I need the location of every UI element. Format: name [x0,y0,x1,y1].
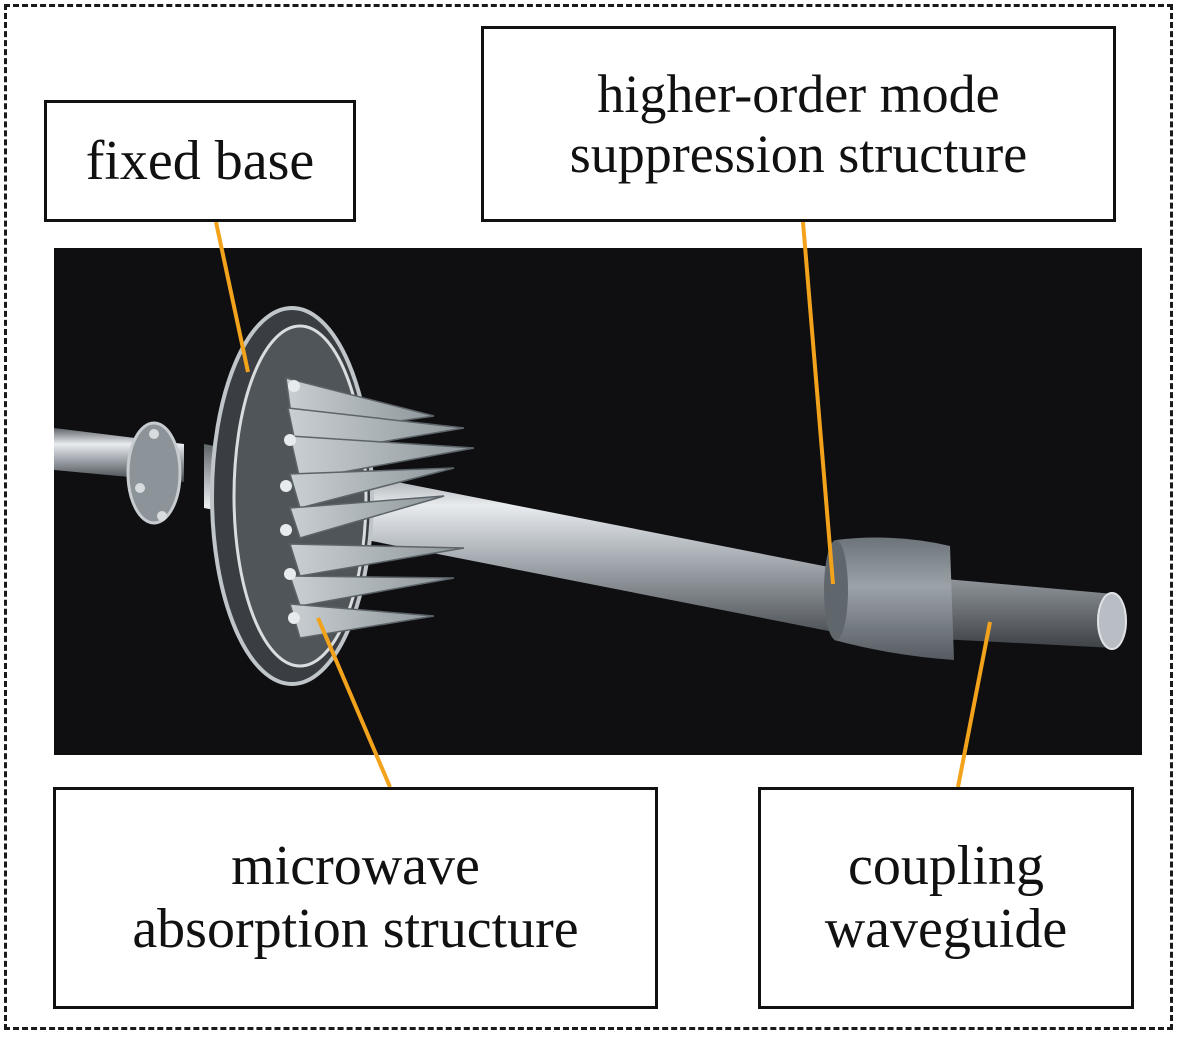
fixed-base-label: fixed base [85,129,315,192]
mw-label-line1: microwave [231,835,480,898]
small-flange [126,421,182,525]
waveguide-device-illustration [54,306,1127,686]
cw-label-line1: coupling [848,835,1044,898]
device-photo [54,248,1142,755]
microwave-absorption-label-box: microwave absorption structure [53,787,658,1009]
flange-bolts [280,380,300,624]
mw-label-line2: absorption structure [132,898,579,960]
coupling-waveguide-label-box: coupling waveguide [758,787,1134,1009]
hom-suppression-label-box: higher-order mode suppression structure [481,26,1116,222]
hom-sleeve [834,537,954,660]
waveguide-end [1097,592,1127,650]
dashed-figure-border [4,4,1173,1030]
hom-label-line1: higher-order mode [597,63,1000,124]
cw-label-line2: waveguide [824,898,1068,960]
hom-label-line2: suppression structure [569,124,1028,184]
fixed-base-label-box: fixed base [44,100,356,222]
